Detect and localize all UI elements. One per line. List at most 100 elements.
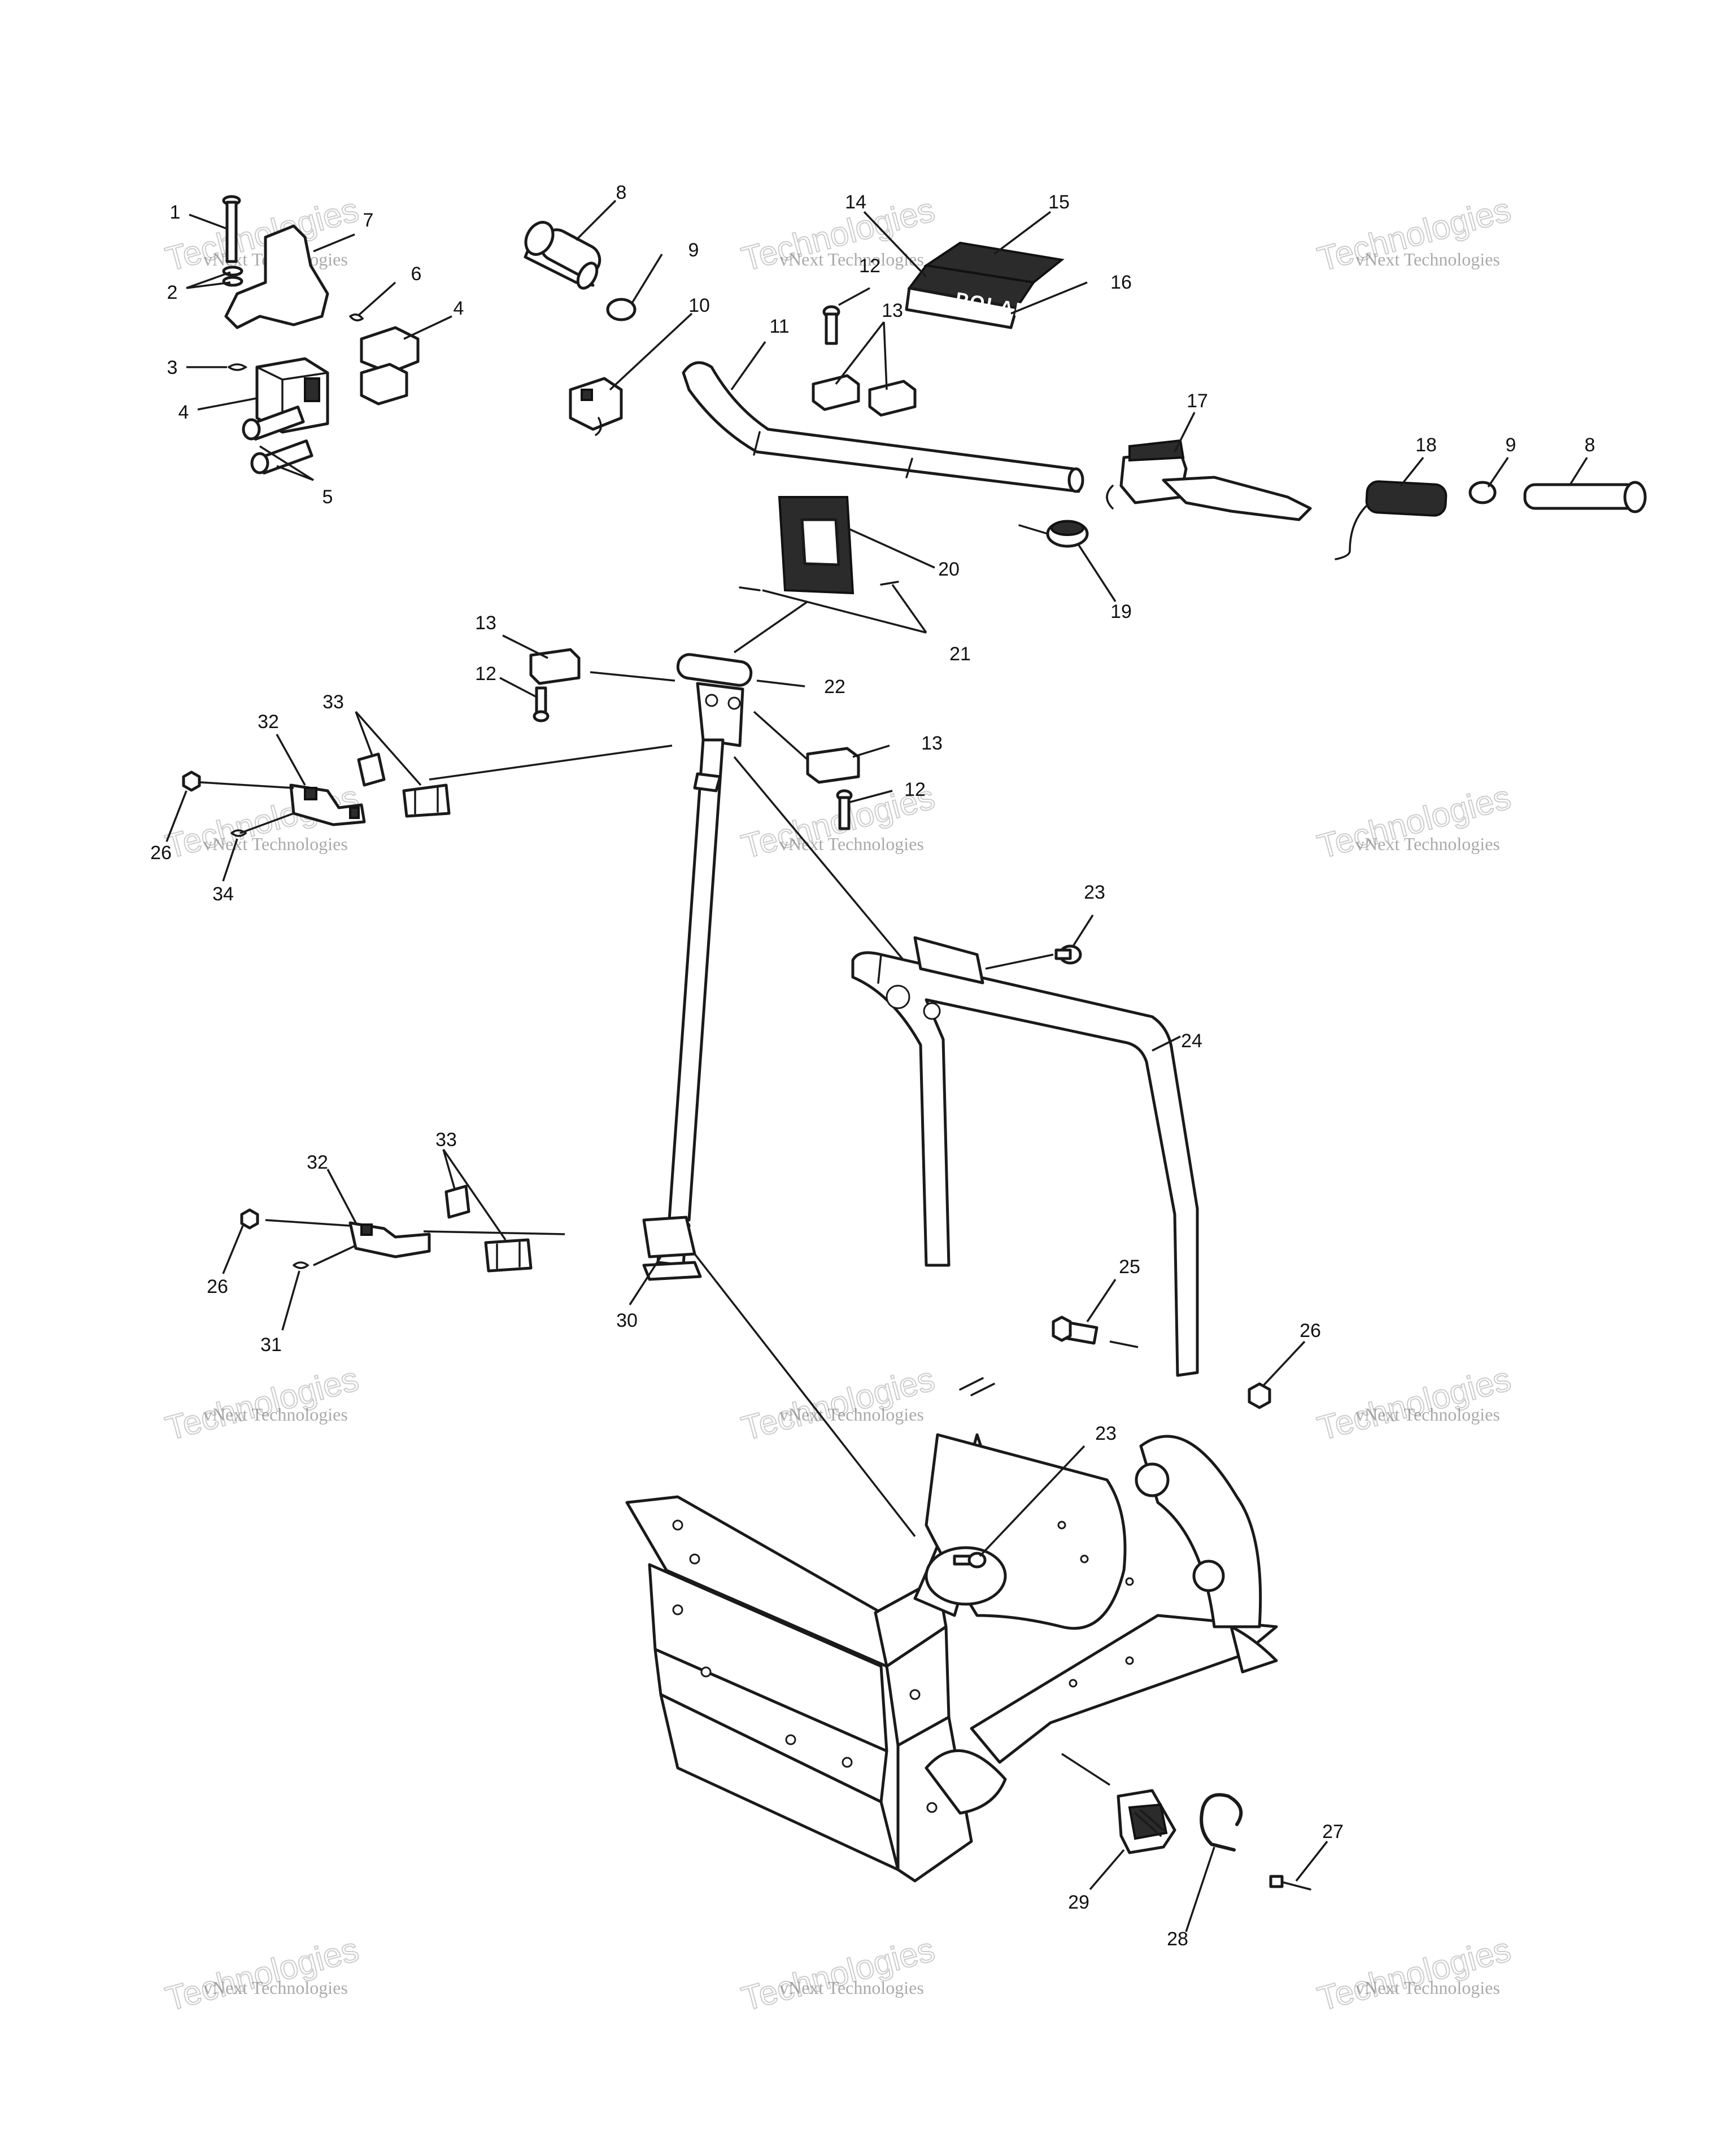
watermark-small: vNext Technologies bbox=[203, 834, 348, 854]
switch-part bbox=[1018, 520, 1089, 548]
bolt-part bbox=[953, 1552, 987, 1569]
callout-label: 18 bbox=[1415, 434, 1437, 456]
callout-label: 4 bbox=[178, 402, 189, 423]
bushing-bracket-part bbox=[348, 1184, 533, 1273]
callout-label: 23 bbox=[1095, 1423, 1117, 1444]
callout-label: 13 bbox=[882, 300, 903, 321]
callout-label: 9 bbox=[1506, 434, 1516, 456]
clamp-part bbox=[529, 648, 581, 685]
leader-lines bbox=[165, 199, 1588, 1932]
watermark-small: vNext Technologies bbox=[779, 1404, 924, 1425]
bolt-part bbox=[533, 686, 550, 722]
clip-part bbox=[293, 1261, 309, 1269]
watermark-big: Technologies bbox=[162, 1930, 363, 2018]
callout-label: 13 bbox=[921, 733, 943, 754]
callout-label: 34 bbox=[212, 883, 234, 905]
callout-label: 11 bbox=[769, 316, 789, 337]
callout-label: 2 bbox=[167, 282, 178, 303]
clip-part bbox=[230, 829, 247, 837]
callout-label: 20 bbox=[938, 559, 960, 580]
callout-label: 26 bbox=[207, 1276, 228, 1297]
plate-part bbox=[778, 496, 855, 595]
callout-label: 19 bbox=[1110, 601, 1132, 622]
throttle-grip-part bbox=[1335, 480, 1448, 560]
bushing-bracket-part bbox=[289, 752, 451, 826]
callout-label: 8 bbox=[616, 182, 627, 203]
callout-label: 33 bbox=[435, 1129, 457, 1151]
callout-label: 31 bbox=[260, 1334, 282, 1356]
callout-labels: 1 2 3 4 4 5 6 7 8 9 10 11 12 13 14 15 16… bbox=[150, 182, 1595, 1950]
nut-part bbox=[182, 770, 201, 792]
callout-label: 14 bbox=[845, 191, 866, 213]
clamp-part bbox=[806, 747, 860, 784]
nut-part bbox=[240, 1208, 259, 1230]
callout-label: 17 bbox=[1187, 390, 1208, 412]
steering-column-part bbox=[642, 738, 725, 1281]
watermark-small: vNext Technologies bbox=[1355, 834, 1500, 854]
grip-part bbox=[1523, 481, 1647, 513]
watermark-big: Technologies bbox=[1314, 1930, 1515, 2018]
callout-label: 5 bbox=[322, 486, 333, 508]
callout-label: 1 bbox=[170, 202, 181, 223]
callout-label: 32 bbox=[258, 711, 279, 733]
pin-part bbox=[222, 195, 241, 263]
watermark-big: Technologies bbox=[738, 1360, 939, 1447]
screw-part bbox=[880, 581, 899, 586]
end-cap-part bbox=[606, 298, 637, 321]
clamp-block-part bbox=[255, 357, 329, 434]
watermark-small: vNext Technologies bbox=[203, 1978, 348, 1998]
callout-label: 13 bbox=[475, 612, 496, 634]
callout-label: 3 bbox=[167, 357, 178, 378]
screw-part bbox=[739, 586, 761, 591]
callout-label: 28 bbox=[1167, 1928, 1188, 1950]
callout-label: 25 bbox=[1119, 1256, 1140, 1278]
watermark-big: Technologies bbox=[1314, 1360, 1515, 1447]
callout-label: 24 bbox=[1181, 1030, 1202, 1052]
watermark-small: vNext Technologies bbox=[1355, 249, 1500, 269]
clamp-part bbox=[812, 374, 860, 411]
watermark-small: vNext Technologies bbox=[779, 1978, 924, 1998]
callout-label: 32 bbox=[307, 1152, 328, 1173]
callout-label: 4 bbox=[454, 298, 464, 319]
callout-label: 12 bbox=[859, 255, 880, 277]
bolt-part bbox=[242, 405, 313, 475]
handlebar-part bbox=[682, 361, 1080, 493]
callout-label: 21 bbox=[949, 643, 971, 665]
clamp-part bbox=[868, 380, 917, 417]
screw-part bbox=[1269, 1875, 1311, 1891]
nut-part bbox=[1248, 1382, 1271, 1409]
callout-label: 15 bbox=[1048, 191, 1070, 213]
callout-label: 26 bbox=[1300, 1320, 1321, 1341]
bolt-part bbox=[836, 789, 853, 830]
watermark-small: vNext Technologies bbox=[1355, 1978, 1500, 1998]
watermark-small: vNext Technologies bbox=[779, 249, 924, 269]
steering-support-part bbox=[851, 936, 1199, 1377]
frame-part bbox=[625, 1377, 1278, 1883]
bolt-part bbox=[1052, 1316, 1098, 1345]
callout-label: 23 bbox=[1084, 882, 1105, 903]
callout-label: 29 bbox=[1068, 1892, 1089, 1913]
grip-part bbox=[524, 221, 601, 290]
callout-label: 6 bbox=[411, 263, 422, 285]
callout-label: 30 bbox=[616, 1310, 638, 1331]
clip-part bbox=[228, 363, 248, 371]
callout-label: 33 bbox=[322, 691, 344, 713]
callout-label: 12 bbox=[904, 779, 926, 800]
hose-clamp-part bbox=[1200, 1793, 1243, 1852]
callout-label: 7 bbox=[363, 210, 374, 231]
bearing-plate-part bbox=[642, 1216, 696, 1258]
callout-label: 12 bbox=[475, 663, 496, 685]
callout-label: 10 bbox=[688, 295, 710, 316]
steering-boot-part bbox=[1117, 1789, 1176, 1854]
clamp-half-part bbox=[360, 363, 408, 406]
handlebar-pad-part: POLARIS bbox=[905, 241, 1065, 329]
callout-label: 27 bbox=[1322, 1821, 1344, 1843]
watermark-big: Technologies bbox=[738, 1930, 939, 2018]
master-cylinder-part bbox=[1106, 439, 1312, 521]
watermark-small: vNext Technologies bbox=[203, 1404, 348, 1425]
callout-label: 22 bbox=[824, 676, 845, 698]
watermark-small: vNext Technologies bbox=[1355, 1404, 1500, 1425]
callout-label: 8 bbox=[1585, 434, 1595, 456]
clip-part bbox=[349, 313, 364, 321]
